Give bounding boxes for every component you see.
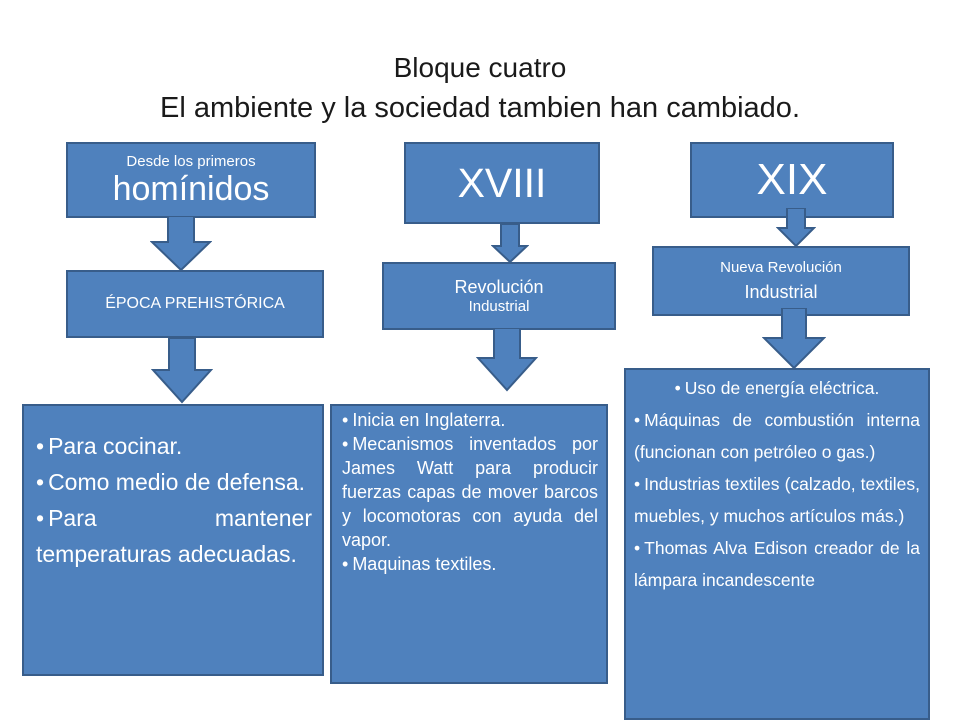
arrow-down-icon (150, 216, 212, 272)
list-item: Industrias textiles (calzado, textiles, … (634, 468, 920, 532)
arrow-down-icon (491, 224, 529, 264)
center-middle-line1: Revolución (454, 277, 544, 297)
list-item: Uso de energía eléctrica. (634, 372, 920, 404)
list-item: Maquinas textiles. (342, 552, 598, 576)
left-bullet-list: Para cocinar. Como medio de defensa. Par… (36, 428, 312, 572)
list-item: Mecanismos inventados por James Watt par… (342, 432, 598, 552)
left-header-box: Desde los primeros homínidos (66, 142, 316, 218)
center-bullet-list: Inicia en Inglaterra. Mecanismos inventa… (342, 408, 598, 576)
right-middle-box: Nueva Revolución Industrial (652, 246, 910, 316)
center-middle-line2: Industrial (468, 298, 530, 315)
right-header-label: XIX (756, 155, 828, 204)
list-item: Para cocinar. (36, 428, 312, 464)
center-middle-box: Revolución Industrial (382, 262, 616, 330)
left-header-small: Desde los primeros (126, 152, 256, 170)
list-item: Thomas Alva Edison creador de la lámpara… (634, 532, 920, 596)
arrow-down-icon (762, 308, 826, 370)
list-item: Máquinas de combustión interna (funciona… (634, 404, 920, 468)
center-detail-box: Inicia en Inglaterra. Mecanismos inventa… (330, 404, 608, 684)
slide-title: Bloque cuatro (393, 52, 567, 83)
arrow-down-icon (151, 338, 213, 404)
arrow-down-icon (476, 328, 538, 392)
left-detail-box: Para cocinar. Como medio de defensa. Par… (22, 404, 324, 676)
right-bullet-list: Uso de energía eléctrica. Máquinas de co… (634, 372, 920, 596)
left-header-big: homínidos (112, 169, 270, 208)
list-item: Inicia en Inglaterra. (342, 408, 598, 432)
list-item: Como medio de defensa. (36, 464, 312, 500)
arrow-down-icon (776, 208, 816, 248)
center-header-label: XVIII (457, 160, 547, 206)
center-header-box: XVIII (404, 142, 600, 224)
right-header-box: XIX (690, 142, 894, 218)
right-detail-box: Uso de energía eléctrica. Máquinas de co… (624, 368, 930, 720)
right-middle-line1: Nueva Revolución (720, 259, 842, 276)
slide-subtitle: El ambiente y la sociedad tambien han ca… (160, 92, 800, 124)
right-middle-line2: Industrial (744, 282, 818, 302)
left-middle-label: ÉPOCA PREHISTÓRICA (105, 295, 285, 312)
left-middle-box: ÉPOCA PREHISTÓRICA (66, 270, 324, 338)
list-item: Para mantener temperaturas adecuadas. (36, 500, 312, 572)
